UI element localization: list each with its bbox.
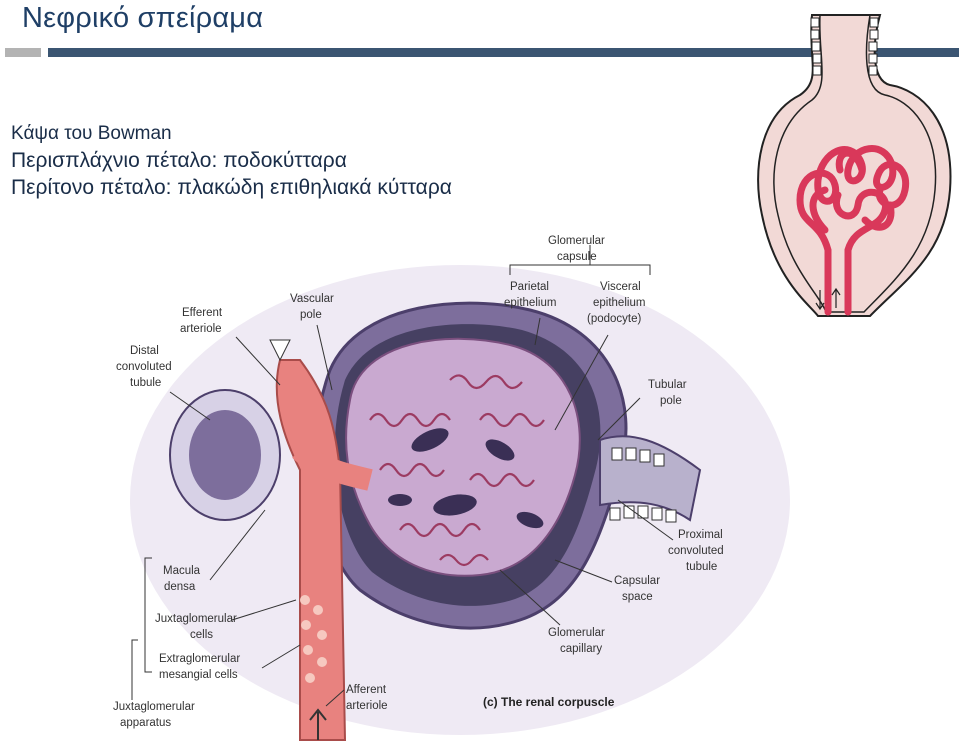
label-glomerular-capillary-2: capillary xyxy=(560,643,602,655)
label-capsular-space-1: Capsular xyxy=(614,575,660,587)
label-jg-apparatus-2: apparatus xyxy=(120,717,171,729)
label-proximal-tubule-1: Proximal xyxy=(678,529,723,541)
diagram-caption: (c) The renal corpuscle xyxy=(483,695,615,709)
glomerular-tuft xyxy=(346,339,580,576)
label-jg-apparatus-1: Juxtaglomerular xyxy=(113,701,195,713)
label-distal-tubule-1: Distal xyxy=(130,345,159,357)
label-tubular-pole-1: Tubular xyxy=(648,379,687,391)
label-mesangial-cells-1: Extraglomerular xyxy=(159,653,240,665)
label-afferent-arteriole-1: Afferent xyxy=(346,684,387,696)
label-jg-cells-2: cells xyxy=(190,629,213,641)
label-visceral-epithelium-2: epithelium xyxy=(593,297,645,309)
label-glomerular-capsule-2: capsule xyxy=(557,251,597,263)
label-proximal-tubule-2: convoluted xyxy=(668,545,724,557)
label-parietal-epithelium-1: Parietal xyxy=(510,281,549,293)
label-glomerular-capillary-1: Glomerular xyxy=(548,627,605,639)
label-capsular-space-2: space xyxy=(622,591,653,603)
label-macula-densa-2: densa xyxy=(164,581,196,593)
label-vascular-pole-1: Vascular xyxy=(290,293,334,305)
label-distal-tubule-3: tubule xyxy=(130,377,161,389)
label-visceral-epithelium-3: (podocyte) xyxy=(587,313,642,325)
label-afferent-arteriole-2: arteriole xyxy=(346,700,388,712)
label-macula-densa-1: Macula xyxy=(163,565,201,577)
distal-tubule-lumen xyxy=(189,410,261,500)
label-parietal-epithelium-2: epithelium xyxy=(504,297,556,309)
label-tubular-pole-2: pole xyxy=(660,395,682,407)
label-efferent-arteriole-1: Efferent xyxy=(182,307,223,319)
label-glomerular-capsule-1: Glomerular xyxy=(548,235,605,247)
label-distal-tubule-2: convoluted xyxy=(116,361,172,373)
label-proximal-tubule-3: tubule xyxy=(686,561,717,573)
label-efferent-arteriole-2: arteriole xyxy=(180,323,222,335)
label-vascular-pole-2: pole xyxy=(300,309,322,321)
label-visceral-epithelium-1: Visceral xyxy=(600,281,641,293)
label-jg-cells-1: Juxtaglomerular xyxy=(155,613,237,625)
label-mesangial-cells-2: mesangial cells xyxy=(159,669,238,681)
